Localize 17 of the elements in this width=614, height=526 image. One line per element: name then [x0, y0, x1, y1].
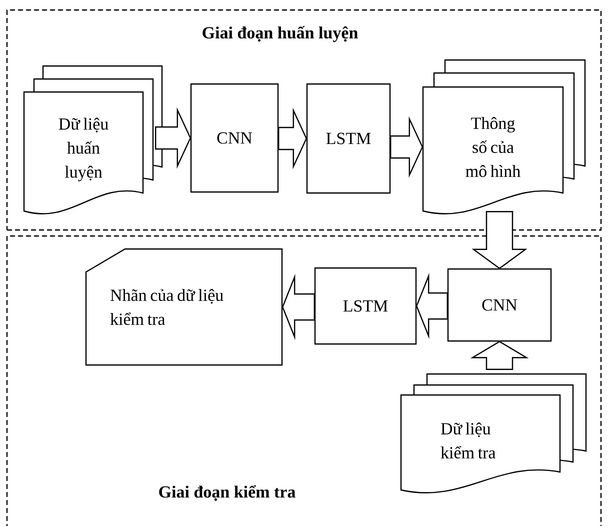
block-arrow — [282, 274, 315, 340]
document-stack: Dữ liệu huấn luyện — [23, 65, 163, 214]
block-arrow — [390, 116, 424, 178]
block-arrow — [416, 272, 448, 340]
output-card: Nhãn của dữ liệu kiểm tra — [85, 248, 283, 366]
process-box: CNN — [447, 268, 552, 342]
block-arrow — [278, 108, 308, 170]
process-box: LSTM — [314, 267, 417, 345]
document-stack: Thông số của mô hình — [422, 59, 586, 214]
process-box: LSTM — [306, 83, 391, 194]
document-stack: Dữ liệu kiểm tra — [400, 373, 587, 494]
block-arrow — [155, 107, 192, 169]
process-box: CNN — [190, 83, 279, 193]
region-title: Giai đoạn huấn luyện — [202, 26, 358, 42]
region-title: Giai đoạn kiểm tra — [159, 485, 296, 501]
block-arrow — [472, 211, 528, 270]
block-arrow — [470, 340, 529, 370]
